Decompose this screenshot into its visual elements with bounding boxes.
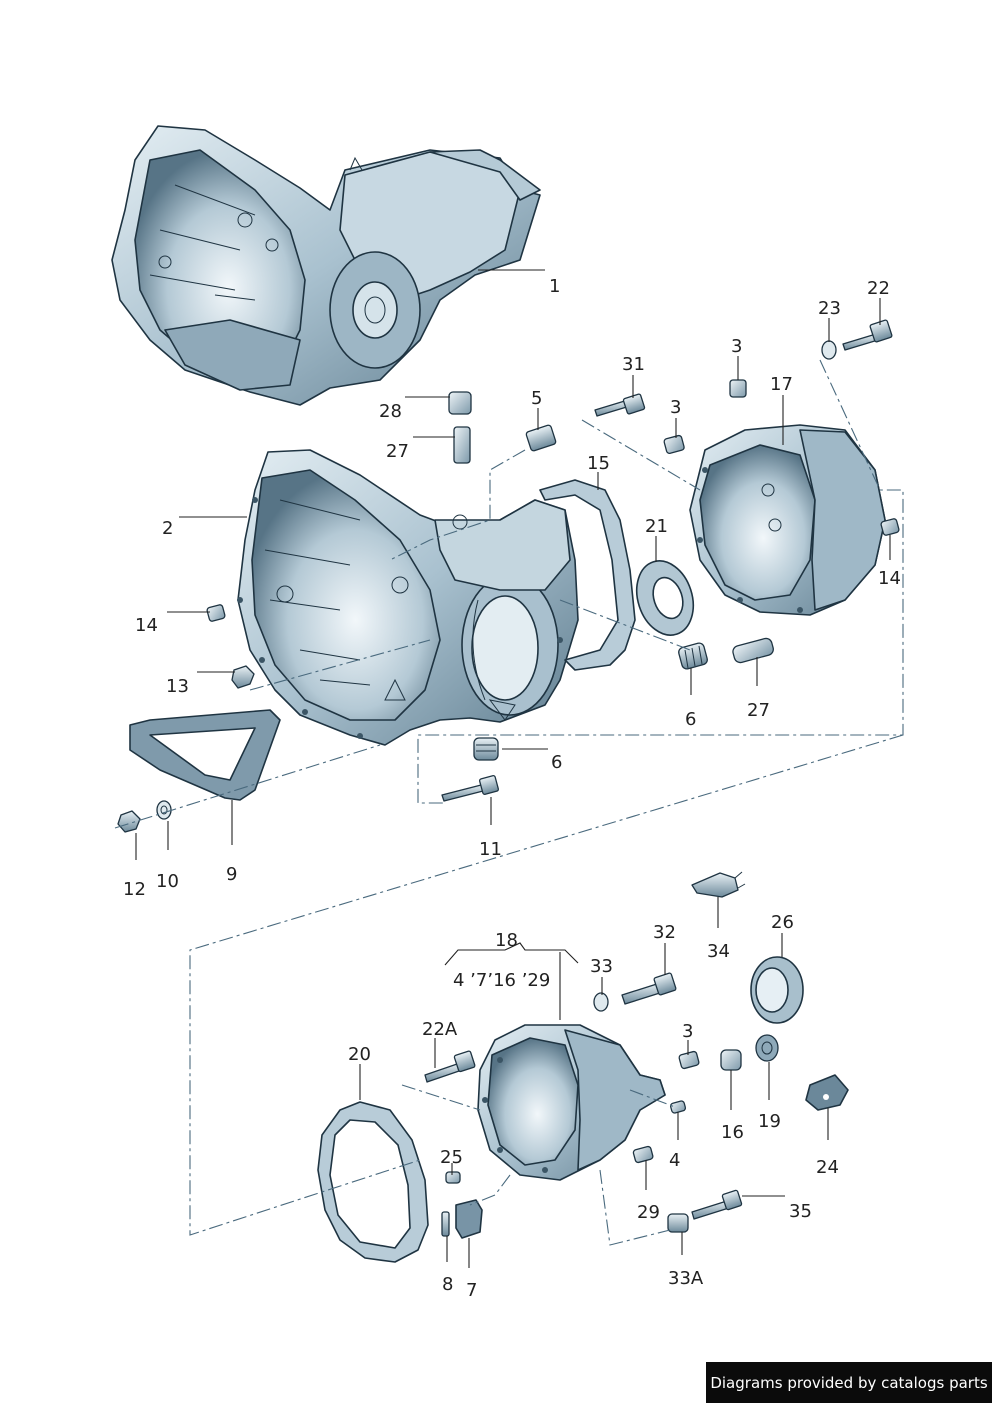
leader-lines xyxy=(135,269,891,1268)
label-6-lower: 6 xyxy=(551,752,562,773)
label-31: 31 xyxy=(622,354,645,375)
label-4: 4 xyxy=(669,1150,680,1171)
label-10: 10 xyxy=(156,871,179,892)
label-33: 33 xyxy=(590,956,613,977)
transmission-housing xyxy=(237,449,579,746)
label-20: 20 xyxy=(348,1044,371,1065)
label-25: 25 xyxy=(440,1147,463,1168)
label-2: 2 xyxy=(162,518,173,539)
label-14-left: 14 xyxy=(135,615,158,636)
label-3-top: 3 xyxy=(731,336,742,357)
label-27-lower: 27 xyxy=(747,700,770,721)
label-24: 24 xyxy=(816,1157,839,1178)
gasket-15 xyxy=(539,479,636,671)
label-12: 12 xyxy=(123,879,146,900)
label-16: 16 xyxy=(721,1122,744,1143)
gearbox-assembly xyxy=(111,125,541,406)
transfer-case-18 xyxy=(477,1024,666,1181)
label-14-right: 14 xyxy=(878,568,901,589)
label-35: 35 xyxy=(789,1201,812,1222)
label-22: 22 xyxy=(867,278,890,299)
label-19: 19 xyxy=(758,1111,781,1132)
label-13: 13 xyxy=(166,676,189,697)
label-26: 26 xyxy=(771,912,794,933)
label-7: 7 xyxy=(466,1280,477,1301)
label-28: 28 xyxy=(379,401,402,422)
label-11: 11 xyxy=(479,839,502,860)
label-27-upper: 27 xyxy=(386,441,409,462)
label-21: 21 xyxy=(645,516,668,537)
label-8: 8 xyxy=(442,1274,453,1295)
label-6-right: 6 xyxy=(685,709,696,730)
label-22A: 22A xyxy=(422,1019,458,1040)
label-15: 15 xyxy=(587,453,610,474)
label-9: 9 xyxy=(226,864,237,885)
label-5: 5 xyxy=(531,388,542,409)
label-1: 1 xyxy=(549,276,560,297)
small-parts xyxy=(117,319,900,1239)
label-18: 18 xyxy=(495,930,518,951)
label-23: 23 xyxy=(818,298,841,319)
seal-ring-21 xyxy=(635,560,695,636)
label-29: 29 xyxy=(637,1202,660,1223)
label-34: 34 xyxy=(707,941,730,962)
part-labels: 1 28 27 5 31 3 3 17 22 23 15 2 21 14 14 … xyxy=(123,276,901,1301)
label-3-mid: 3 xyxy=(670,397,681,418)
label-33A: 33A xyxy=(668,1268,704,1289)
rear-cover-17 xyxy=(689,424,886,616)
bracket-9 xyxy=(129,709,281,801)
label-17: 17 xyxy=(770,374,793,395)
label-3-lower: 3 xyxy=(682,1021,693,1042)
label-32: 32 xyxy=(653,922,676,943)
label-18-subparts: 4 ’7’16 ’29 xyxy=(453,970,550,991)
assembly-lines xyxy=(114,359,904,1246)
credit-banner: Diagrams provided by catalogs parts xyxy=(706,1362,992,1403)
gasket-20 xyxy=(317,1101,429,1263)
